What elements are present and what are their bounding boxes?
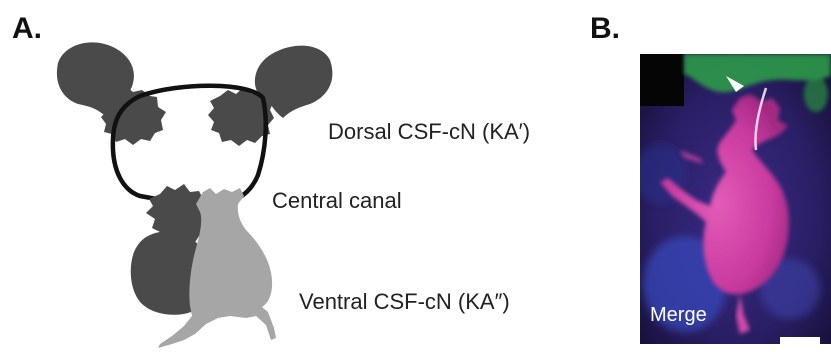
merge-micrograph xyxy=(640,54,831,344)
merge-label: Merge xyxy=(650,305,707,325)
scale-bar xyxy=(780,337,820,344)
dark-corner xyxy=(640,54,684,106)
dorsal-right-cell xyxy=(208,46,332,146)
dorsal-csf-cn-label: Dorsal CSF-cN (KA′) xyxy=(328,121,530,143)
ventral-csf-cn-label: Ventral CSF-cN (KA″) xyxy=(299,291,510,313)
central-canal-label: Central canal xyxy=(272,190,402,212)
